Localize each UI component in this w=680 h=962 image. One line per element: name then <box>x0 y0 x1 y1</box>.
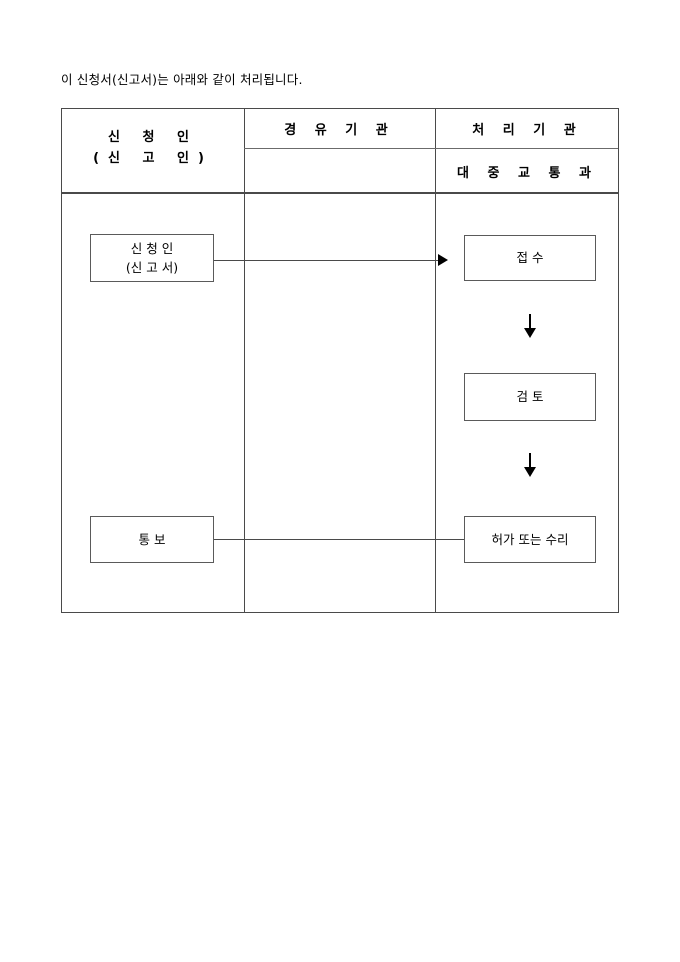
header-mid-rule <box>244 148 618 150</box>
header-applicant-line2: (신 고 인) <box>93 151 213 166</box>
flow-box-permit: 허가 또는 수리 <box>464 516 596 563</box>
flow-box-applicant-line2: (신 고 서) <box>125 260 179 275</box>
column-divider-1 <box>244 109 246 612</box>
process-flow-table: 신 청 인 (신 고 인) 경 유 기 관 처 리 기 관 대 중 교 통 과 … <box>61 108 619 613</box>
arrow-shaft <box>529 314 531 329</box>
arrow-right-icon <box>438 254 448 266</box>
connector-applicant-to-receipt <box>214 260 440 262</box>
header-processing-agency: 처 리 기 관 <box>472 123 583 138</box>
intro-text: 이 신청서(신고서)는 아래와 같이 처리됩니다. <box>61 72 303 87</box>
flow-box-receipt: 접 수 <box>464 235 596 281</box>
header-applicant: 신 청 인 (신 고 인) <box>62 127 244 169</box>
flow-box-review: 검 토 <box>464 373 596 421</box>
connector-permit-to-notify <box>176 539 464 541</box>
arrow-down-icon-review-to-permit <box>524 453 536 477</box>
header-via-agency: 경 유 기 관 <box>284 123 395 138</box>
header-bottom-rule <box>62 192 618 194</box>
header-applicant-line1: 신 청 인 <box>108 130 198 145</box>
flow-box-applicant-line1: 신 청 인 <box>130 241 174 256</box>
flow-box-applicant: 신 청 인 (신 고 서) <box>90 234 214 282</box>
column-divider-2 <box>435 109 437 612</box>
flow-box-notify: 통 보 <box>90 516 214 563</box>
header-department: 대 중 교 통 과 <box>457 166 598 181</box>
arrow-head <box>524 467 536 477</box>
arrow-down-icon-receipt-to-review <box>524 314 536 338</box>
arrow-shaft <box>529 453 531 468</box>
arrow-head <box>524 328 536 338</box>
